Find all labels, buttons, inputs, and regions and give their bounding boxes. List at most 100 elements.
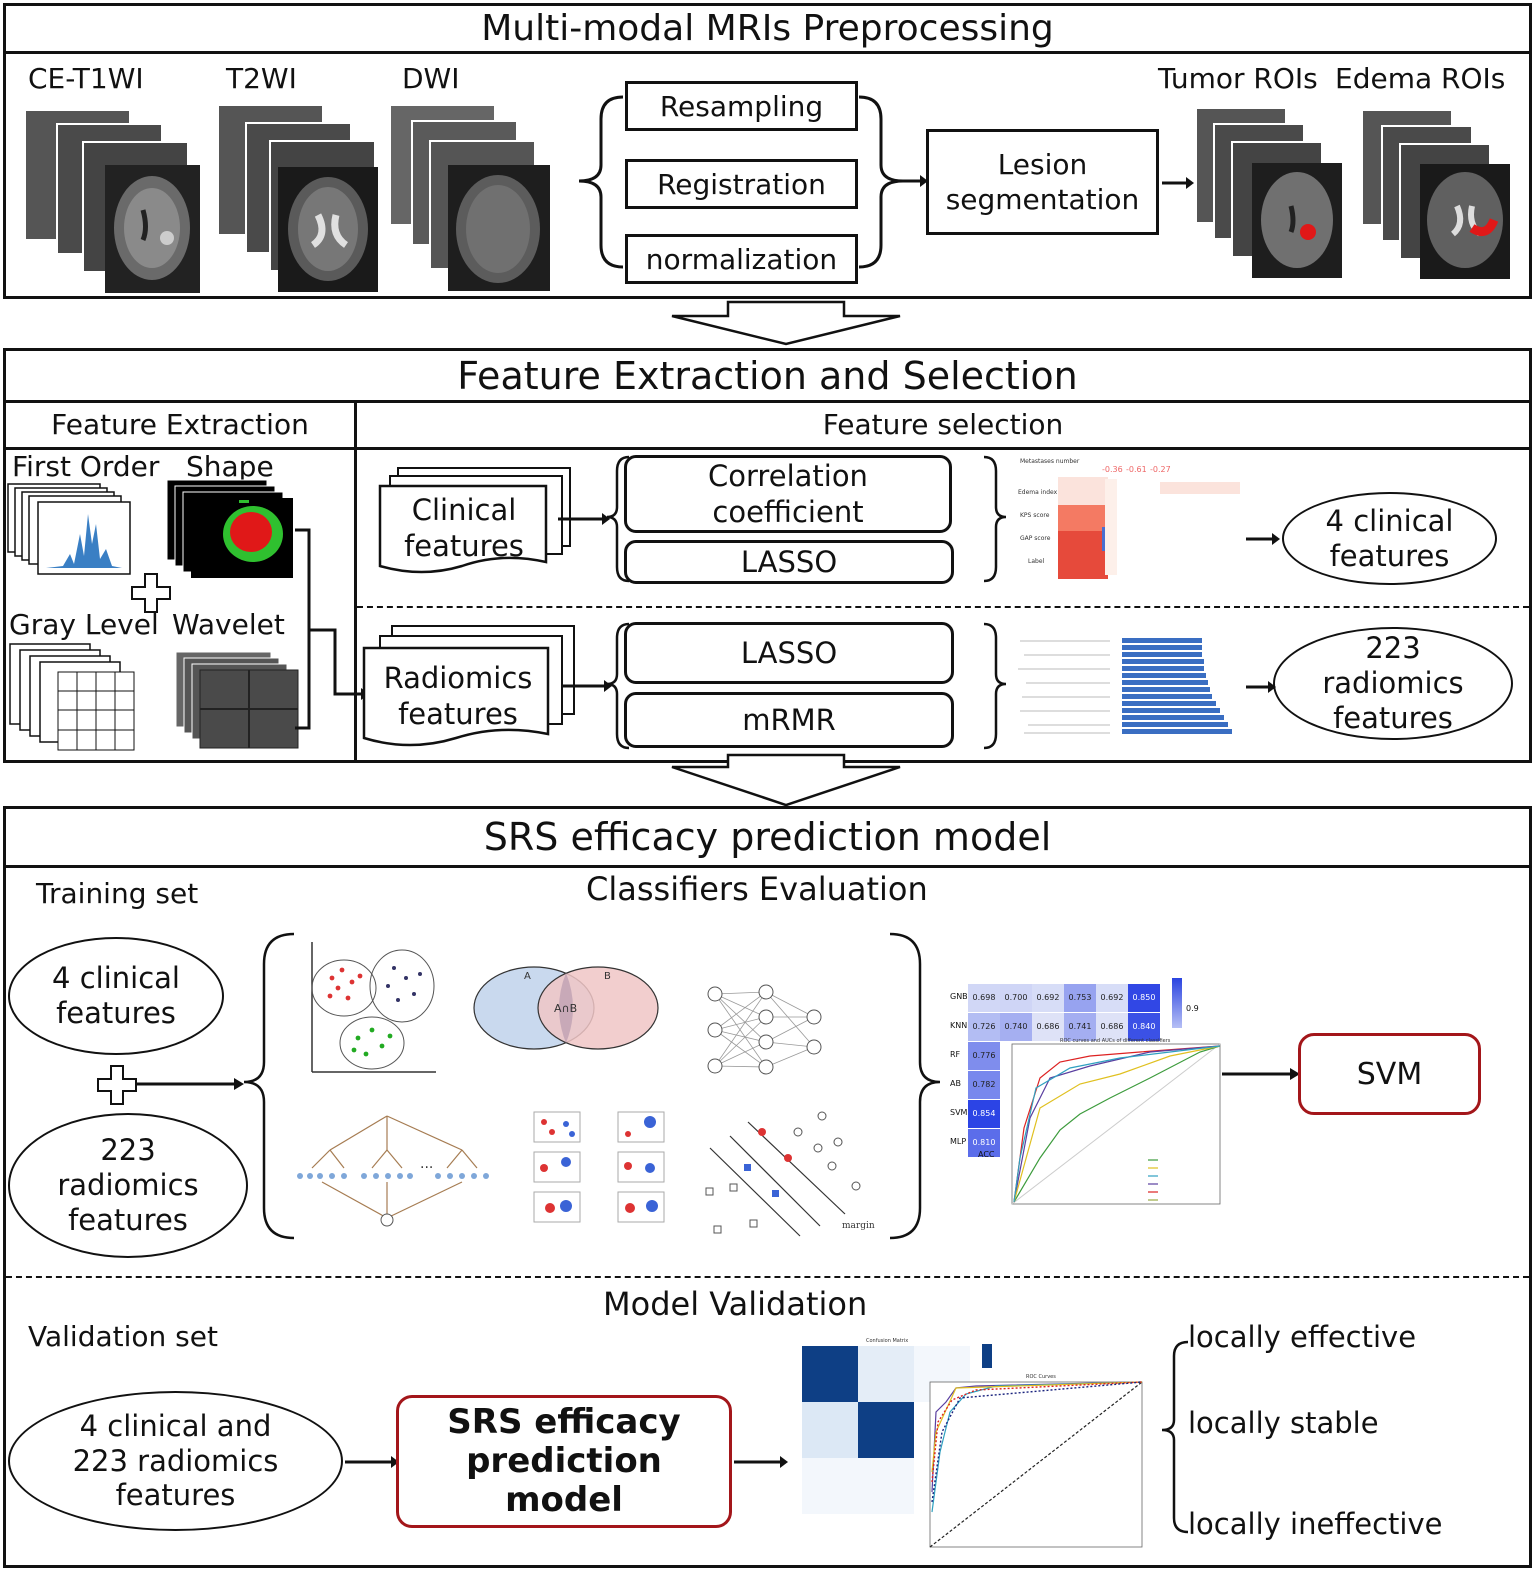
arrow-radiomics-to-methods	[562, 680, 612, 692]
knn-cluster-plot	[311, 942, 436, 1073]
heatmap-scale-label: 0.9	[1186, 1004, 1199, 1013]
lasso-coefficient-bars	[1018, 638, 1232, 734]
preprocessing-brace-left	[578, 95, 624, 269]
radiomics-brace-right	[983, 622, 1007, 750]
heatmap-cell: 0.686	[1096, 1013, 1128, 1041]
mri-stack-cet1	[24, 109, 200, 293]
venn-diagram: A B A∩B	[473, 966, 659, 1050]
outcome-locally-effective: locally effective	[1188, 1320, 1417, 1354]
preprocessing-title: Multi-modal MRIs Preprocessing	[481, 8, 1054, 49]
heatmap-cell: 0.810	[968, 1129, 1000, 1157]
heatmap-cell: 0.686	[1032, 1013, 1064, 1041]
selection-dashed-divider	[357, 606, 1529, 608]
gray-level-matrix-stack	[9, 643, 135, 751]
heatmap-cell: 0.692	[1096, 984, 1128, 1012]
srs-model-box: SRS efficacy prediction model	[396, 1395, 732, 1528]
mri-stack-t2	[217, 104, 378, 292]
validation-set-label: Validation set	[28, 1320, 218, 1353]
radiomics-brace-left	[606, 622, 630, 750]
modality-label-t2: T2WI	[226, 62, 297, 95]
clinical-features-doc	[378, 467, 571, 574]
heatmap-cell: 0.753	[1064, 984, 1096, 1012]
adaboost-diagram	[533, 1111, 665, 1223]
heatmap-row-label: KNN	[950, 1021, 968, 1030]
corr-label-edema: Edema index	[1018, 489, 1058, 496]
plus-icon-training	[97, 1065, 244, 1105]
corr-value-2: -0.61	[1126, 465, 1147, 474]
arrow-to-clinical-result	[1246, 533, 1280, 545]
confusion-matrix-title: Confusion Matrix	[866, 1338, 908, 1344]
roc-validation-plot: ROC Curves	[929, 1374, 1143, 1548]
classifiers-evaluation-label: Classifiers Evaluation	[586, 870, 928, 908]
svm-margin-diagram: margin	[705, 1111, 875, 1237]
corr-label-label: Label	[1028, 558, 1045, 565]
clinical-brace-right	[983, 455, 1007, 583]
corr-value-3: -0.27	[1150, 465, 1171, 474]
arrow-to-radiomics-result	[1246, 681, 1276, 693]
feature-type-wavelet: Wavelet	[172, 608, 285, 641]
random-forest-diagram: ···	[297, 1115, 489, 1227]
roi-label-tumor: Tumor ROIs	[1158, 62, 1318, 95]
roc-comparison-title: ROC curves and AUCs of different classif…	[1060, 1038, 1171, 1044]
feature-title-bar: Feature Extraction and Selection	[3, 348, 1532, 403]
shape-render-stack	[166, 479, 293, 578]
heatmap-cell: 0.776	[968, 1042, 1000, 1070]
heatmap-cell: 0.740	[1000, 1013, 1032, 1041]
heatmap-cell: 0.850	[1128, 984, 1160, 1012]
clinical-brace-left	[606, 455, 630, 583]
outcome-locally-ineffective: locally ineffective	[1188, 1507, 1443, 1541]
corr-label-kps: KPS score	[1020, 512, 1050, 519]
svm-result-box: SVM	[1298, 1033, 1481, 1115]
wavelet-image-stack	[175, 651, 299, 749]
venn-label-a: A	[524, 971, 531, 982]
prediction-title-bar: SRS efficacy prediction model	[3, 806, 1532, 868]
heatmap-row-label: RF	[950, 1050, 961, 1059]
step-registration: Registration	[625, 159, 858, 209]
extraction-body-box	[3, 447, 357, 763]
clinical-result-ellipse: 4 clinical features	[1282, 492, 1497, 585]
heatmap-cell: 0.854	[968, 1100, 1000, 1128]
lesion-segmentation-box: Lesion segmentation	[926, 129, 1159, 235]
arrow-segmentation-to-rois	[1162, 177, 1194, 189]
mlp-network-diagram	[707, 984, 822, 1075]
outcome-locally-stable: locally stable	[1188, 1406, 1379, 1440]
extraction-header-box: Feature Extraction	[3, 400, 357, 450]
training-radiomics-ellipse: 223 radiomics features	[8, 1113, 248, 1258]
heatmap-cell: 0.840	[1128, 1013, 1160, 1041]
modality-label-cet1: CE-T1WI	[28, 62, 144, 95]
heatmap-row-label: GNB	[950, 992, 968, 1001]
mri-stack-dwi	[389, 104, 550, 291]
arrow-to-svm	[1222, 1068, 1300, 1080]
heatmap-cell: 0.741	[1064, 1013, 1096, 1041]
tumor-roi-stack	[1195, 107, 1342, 278]
validation-dashed-divider	[6, 1276, 1529, 1278]
arrow-clinical-to-methods	[558, 513, 610, 525]
method-lasso-radiomics: LASSO	[624, 622, 954, 684]
method-mrmr: mRMR	[624, 692, 954, 748]
prediction-title: SRS efficacy prediction model	[483, 815, 1052, 859]
heatmap-colorbar	[1172, 978, 1182, 1028]
clinical-features-label: Clinical features	[404, 493, 524, 564]
step-resampling: Resampling	[625, 81, 858, 131]
preprocessing-brace-right	[858, 95, 928, 269]
svm-margin-label: margin	[842, 1221, 875, 1231]
feature-type-first-order: First Order	[12, 450, 160, 483]
radiomics-features-label: Radiomics features	[383, 661, 533, 732]
first-order-histogram-stack	[7, 483, 131, 575]
corr-label-metastases: Metastases number	[1020, 458, 1080, 465]
feature-title: Feature Extraction and Selection	[457, 354, 1078, 398]
down-arrow-2	[671, 753, 901, 807]
heatmap-acc-label: ACC	[978, 1150, 995, 1159]
plus-icon-extraction	[131, 573, 171, 613]
roc-comparison-plot: ROC curves and AUCs of different classif…	[1011, 1038, 1221, 1205]
modality-label-dwi: DWI	[402, 62, 460, 95]
classifiers-brace-right	[889, 932, 941, 1240]
down-arrow-1	[671, 300, 901, 346]
heatmap-row-label: SVM	[950, 1108, 968, 1117]
classifiers-brace-left	[243, 932, 295, 1240]
heatmap-cell: 0.692	[1032, 984, 1064, 1012]
roc-validation-title: ROC Curves	[1026, 1374, 1056, 1380]
heatmap-cell: 0.726	[968, 1013, 1000, 1041]
heatmap-row-label: AB	[950, 1079, 961, 1088]
radiomics-result-ellipse: 223 radiomics features	[1273, 627, 1513, 740]
